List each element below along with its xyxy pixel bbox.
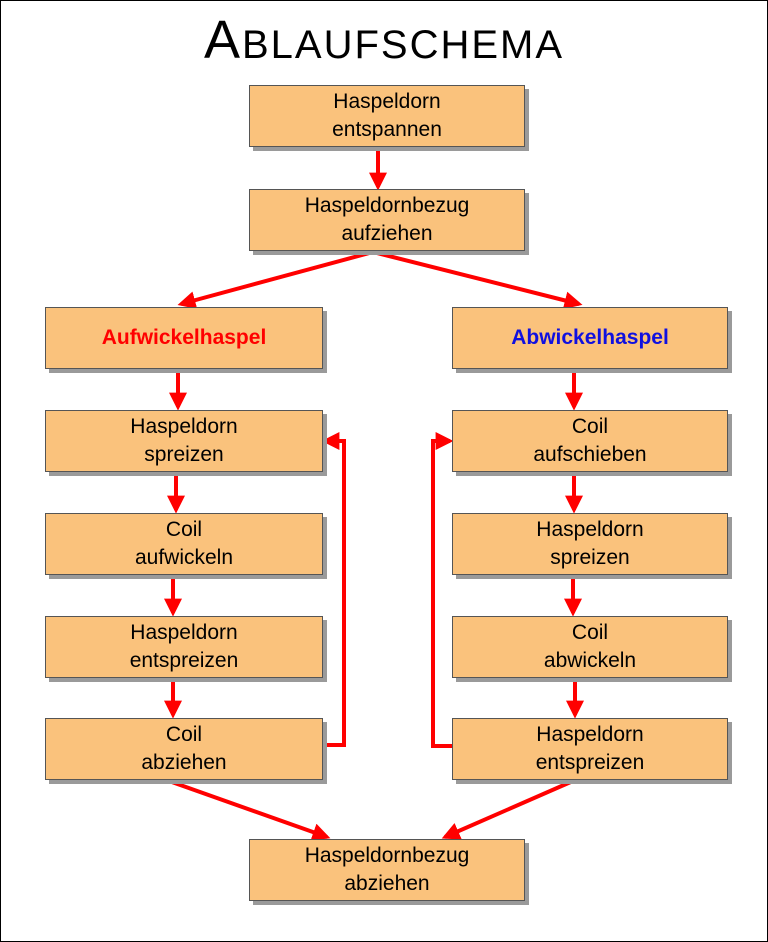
node-text-line: abwickeln (543, 649, 637, 672)
node-text-line: spreizen (550, 546, 630, 569)
arrow-left4-to-bottom (168, 779, 331, 841)
node-text-line: entspannen (332, 118, 442, 141)
node-left-haspeldorn-entspreizen: Haspeldorn entspreizen (45, 616, 323, 678)
node-text-line: abziehen (344, 872, 430, 895)
node-text-line: Haspeldorn (130, 621, 238, 644)
node-aufwickelhaspel: Aufwickelhaspel (45, 307, 323, 369)
node-text-line: spreizen (144, 443, 224, 466)
node-right-coil-aufschieben: Coil aufschieben (452, 410, 728, 472)
node-right-haspeldorn-spreizen: Haspeldorn spreizen (452, 513, 728, 575)
arrow-top2-to-left-head (177, 250, 374, 309)
arrow-right4-to-bottom (441, 779, 574, 840)
node-abwickelhaspel: Abwickelhaspel (452, 307, 728, 369)
loop-right4-to-right1 (431, 432, 454, 748)
node-text-line: entspreizen (535, 751, 645, 774)
node-text-line: Coil (165, 723, 203, 746)
node-text-line: Haspeldornbezug (304, 844, 470, 867)
arrow-top2-to-right-head (372, 250, 583, 310)
node-text-line: aufziehen (341, 222, 433, 245)
node-text-line: Haspeldorn (536, 518, 644, 541)
node-text-line: Coil (571, 415, 609, 438)
node-text-line: Haspeldorn (536, 723, 644, 746)
node-text-line: aufschieben (533, 443, 647, 466)
node-text-line: Haspeldornbezug (304, 194, 470, 217)
node-haspeldorn-entspannen: Haspeldorn entspannen (249, 85, 525, 147)
node-text-line: Coil (165, 518, 203, 541)
node-haspeldornbezug-aufziehen: Haspeldornbezug aufziehen (249, 189, 525, 251)
node-text-line: entspreizen (129, 649, 239, 672)
node-text-line: abziehen (141, 751, 227, 774)
node-right-coil-abwickeln: Coil abwickeln (452, 616, 728, 678)
node-text-line: aufwickeln (134, 546, 234, 569)
node-text-line: Coil (571, 621, 609, 644)
diagram-title: ABLAUFSCHEMA (203, 10, 565, 70)
node-left-coil-abziehen: Coil abziehen (45, 718, 323, 780)
node-haspeldornbezug-abziehen: Haspeldornbezug abziehen (249, 839, 525, 901)
node-text-line: Haspeldorn (130, 415, 238, 438)
node-left-coil-aufwickeln: Coil aufwickeln (45, 513, 323, 575)
node-left-haspeldorn-spreizen: Haspeldorn spreizen (45, 410, 323, 472)
node-text-line: Haspeldorn (333, 90, 441, 113)
node-right-haspeldorn-entspreizen: Haspeldorn entspreizen (452, 718, 728, 780)
loop-left4-to-left1 (321, 432, 346, 747)
